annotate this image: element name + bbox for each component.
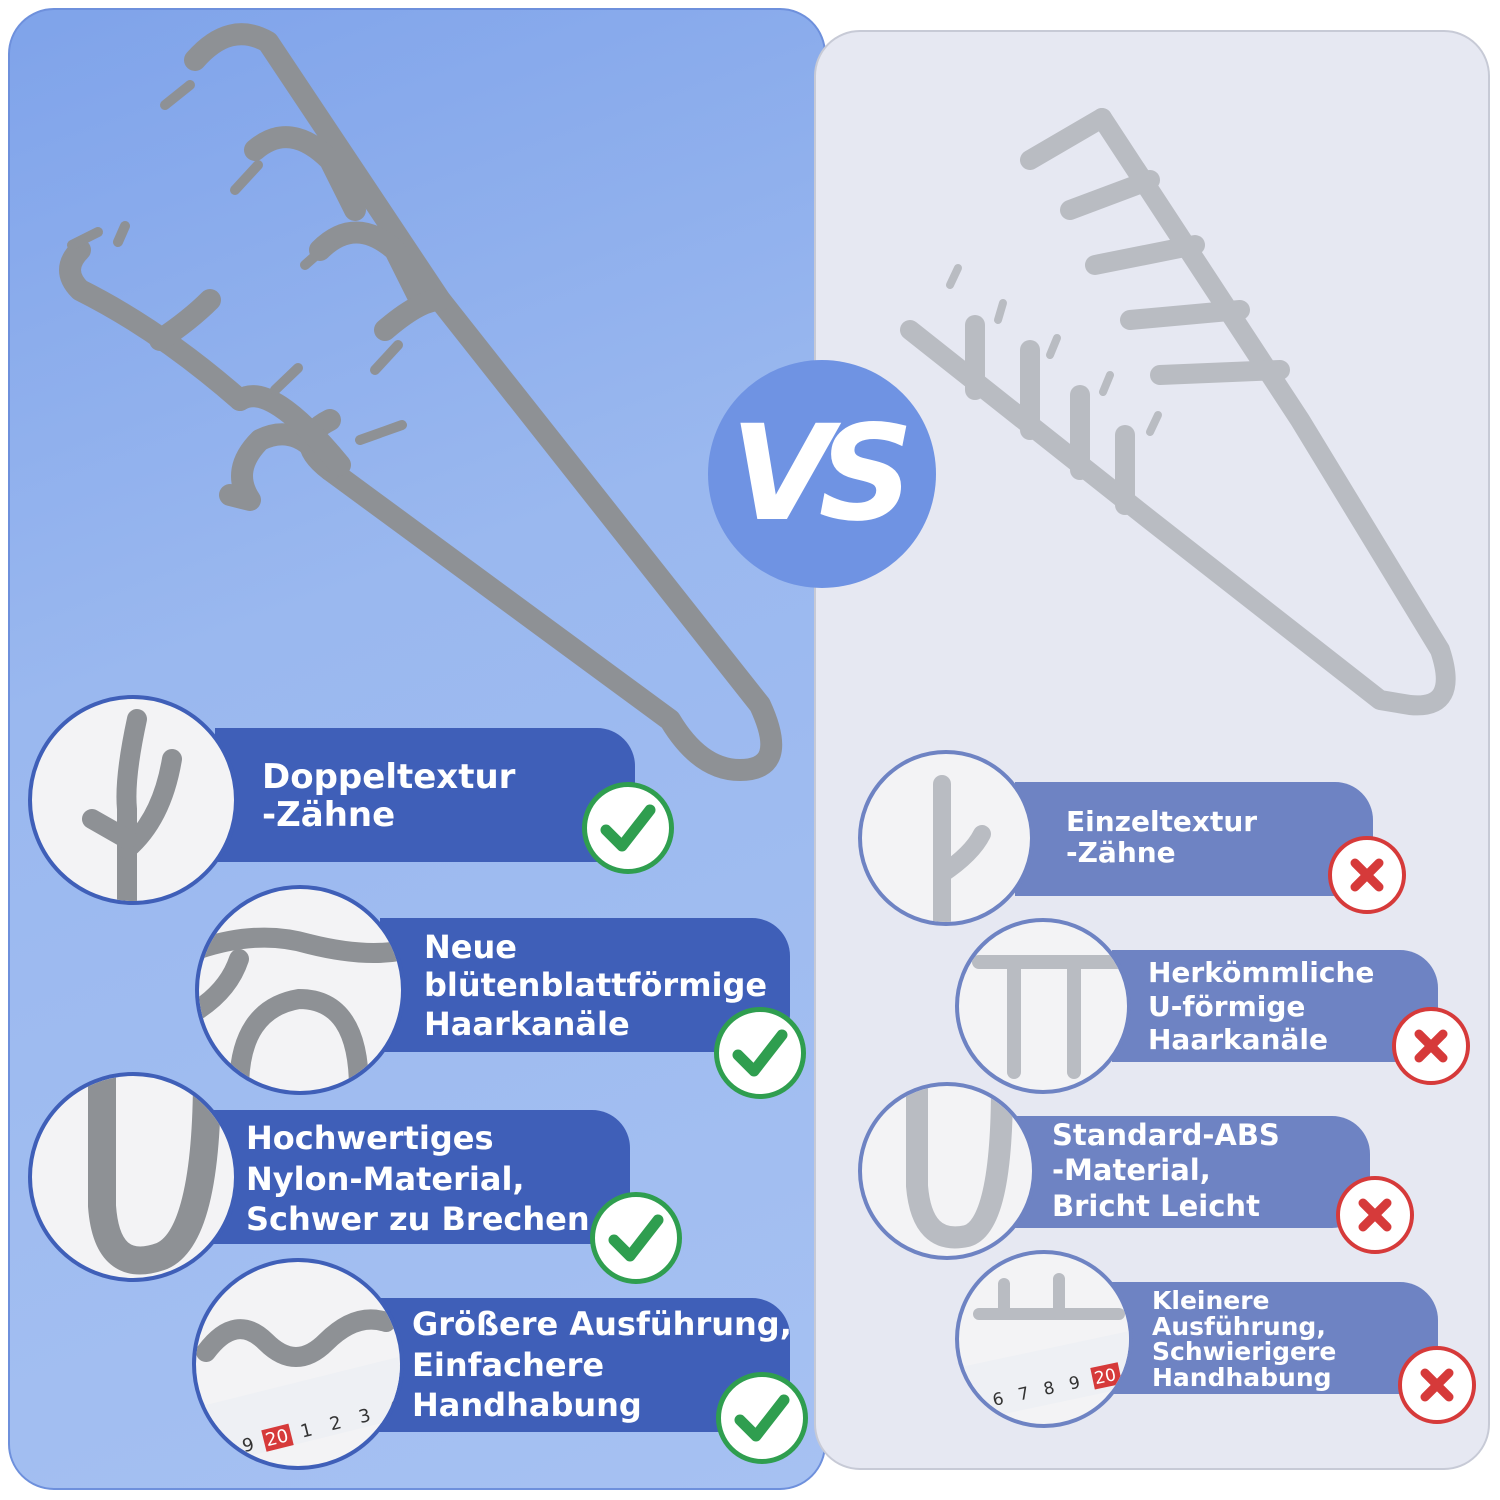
right-feature-4-cross-icon <box>1398 1346 1476 1424</box>
right-feature-4-thumbnail: 6 7 8 9 20 <box>955 1250 1133 1428</box>
right-ruler-num: 8 <box>1042 1378 1057 1400</box>
right-feature-3-banner <box>1015 1116 1370 1228</box>
right-ruler-num: 9 <box>1067 1373 1082 1395</box>
left-feature-1-text: Doppeltextur -Zähne <box>262 757 516 836</box>
left-feature-4-thumbnail: 9 20 1 2 3 4 <box>192 1258 404 1470</box>
left-feature-4-check-icon <box>716 1372 808 1464</box>
right-ruler-num: 7 <box>1016 1384 1031 1406</box>
right-feature-2-cross-icon <box>1392 1007 1470 1085</box>
left-feature-3-thumbnail <box>28 1072 238 1282</box>
left-feature-2-thumbnail <box>195 885 405 1095</box>
right-feature-1-thumbnail <box>858 750 1034 926</box>
left-ruler-num: 2 <box>327 1412 343 1435</box>
right-ruler-num: 20 <box>1093 1365 1118 1389</box>
right-feature-3-text: Standard-ABS -Material, Bricht Leicht <box>1052 1118 1280 1223</box>
right-feature-4-text: Kleinere Ausführung, Schwierigere Handha… <box>1152 1286 1337 1392</box>
left-feature-1-thumbnail <box>28 695 238 905</box>
right-feature-3-cross-icon <box>1336 1176 1414 1254</box>
vs-label: VS <box>730 397 913 551</box>
left-feature-1-check-icon <box>582 782 674 874</box>
right-feature-1-banner <box>1015 782 1373 896</box>
left-feature-2-check-icon <box>714 1007 806 1099</box>
left-feature-1-banner <box>215 728 635 862</box>
right-feature-1-text: Einzeltextur -Zähne <box>1066 805 1258 870</box>
left-feature-4-text: Größere Ausführung, Einfachere Handhabun… <box>412 1305 792 1425</box>
right-ruler-num: 6 <box>991 1389 1006 1411</box>
left-feature-3-check-icon <box>590 1192 682 1284</box>
right-feature-2-banner <box>1112 950 1438 1062</box>
right-feature-3-thumbnail <box>858 1082 1036 1260</box>
left-feature-3-banner <box>205 1110 630 1244</box>
left-ruler-num: 1 <box>298 1419 314 1442</box>
left-ruler-num: 3 <box>357 1405 373 1428</box>
right-feature-1-cross-icon <box>1328 836 1406 914</box>
vs-badge: VS <box>708 360 936 588</box>
right-feature-4-banner <box>1112 1282 1438 1394</box>
left-feature-3-text: Hochwertiges Nylon-Material, Schwer zu B… <box>246 1119 590 1239</box>
right-feature-2-text: Herkömmliche U-förmige Haarkanäle <box>1148 956 1375 1057</box>
right-feature-2-thumbnail <box>955 918 1131 1094</box>
left-feature-2-text: Neue blütenblattförmige Haarkanäle <box>424 928 768 1043</box>
